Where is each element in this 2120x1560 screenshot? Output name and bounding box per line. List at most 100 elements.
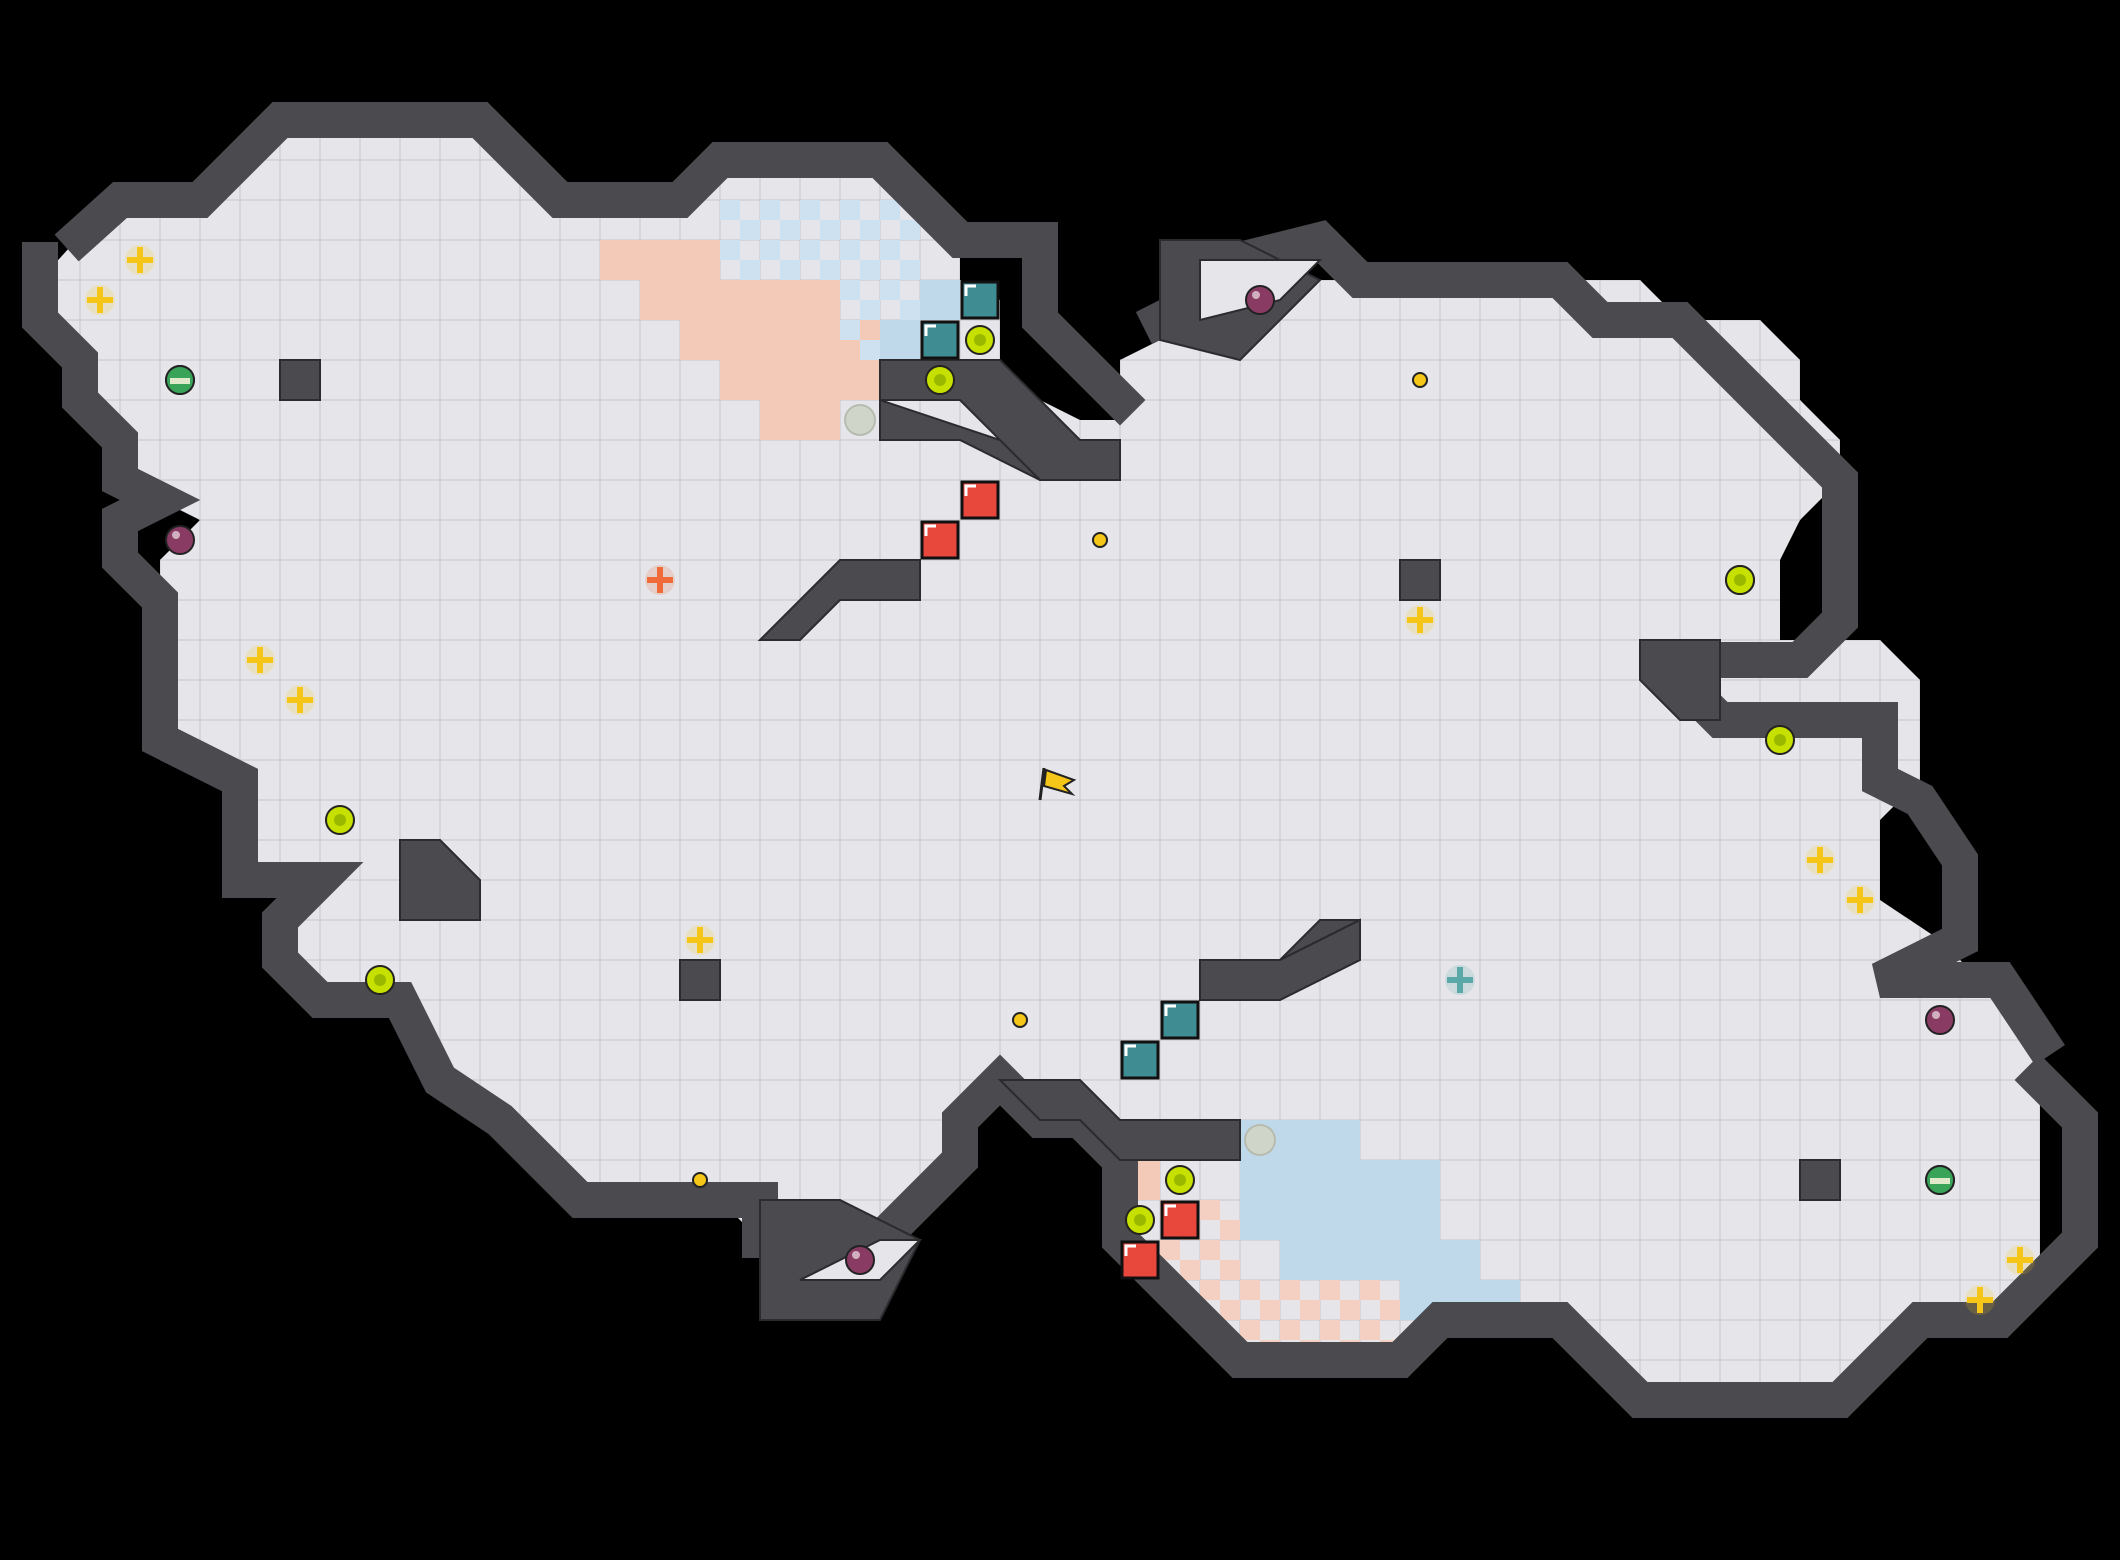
powerup-dot-icon bbox=[1412, 372, 1428, 388]
blue-zone-tile bbox=[1360, 1160, 1400, 1200]
powerup-dot-icon bbox=[1092, 532, 1108, 548]
boost-cross-icon bbox=[1445, 965, 1475, 995]
spike-icon bbox=[1244, 1124, 1276, 1156]
red-checker-tile bbox=[1320, 1280, 1340, 1300]
blue-zone-tile bbox=[1240, 1160, 1280, 1200]
red-checker-tile bbox=[1320, 1320, 1340, 1340]
blue-checker-tile bbox=[740, 220, 760, 240]
boost-cross-icon bbox=[1845, 885, 1875, 915]
blue-checker-tile bbox=[840, 280, 860, 300]
blue-checker-tile bbox=[880, 280, 900, 300]
gate-ball-icon bbox=[925, 365, 955, 395]
red-checker-tile bbox=[1280, 1280, 1300, 1300]
red-zone-tile bbox=[600, 240, 640, 280]
red-block bbox=[920, 520, 960, 560]
red-zone-tile bbox=[680, 320, 720, 360]
blue-zone-tile bbox=[920, 280, 960, 320]
red-checker-tile bbox=[1160, 1240, 1180, 1260]
blue-checker-tile bbox=[900, 260, 920, 280]
blue-checker-tile bbox=[760, 200, 780, 220]
blue-checker-tile bbox=[860, 300, 880, 320]
wall-ramp bbox=[1199, 918, 1361, 1001]
blue-zone-tile bbox=[1280, 1240, 1320, 1280]
blue-block bbox=[1120, 1040, 1160, 1080]
red-zone-tile bbox=[760, 320, 800, 360]
red-zone-tile bbox=[680, 240, 720, 280]
gate-ball-icon bbox=[325, 805, 355, 835]
red-zone-tile bbox=[640, 240, 680, 280]
red-checker-tile bbox=[1380, 1300, 1400, 1320]
blue-checker-tile bbox=[780, 260, 800, 280]
blue-checker-tile bbox=[720, 200, 740, 220]
boost-cross-icon bbox=[2005, 1245, 2035, 1275]
blue-zone-tile bbox=[1320, 1200, 1360, 1240]
wall-block bbox=[279, 359, 321, 401]
gate-ball-icon bbox=[1165, 1165, 1195, 1195]
gate-ball-icon bbox=[1765, 725, 1795, 755]
red-zone-tile bbox=[720, 280, 760, 320]
blue-zone-tile bbox=[880, 320, 920, 360]
bomb-icon bbox=[1925, 1005, 1955, 1035]
blue-checker-tile bbox=[860, 260, 880, 280]
red-checker-tile bbox=[1240, 1320, 1260, 1340]
red-zone-tile bbox=[720, 360, 760, 400]
boost-cross-icon bbox=[1405, 605, 1435, 635]
bomb-icon bbox=[165, 525, 195, 555]
blue-zone-tile bbox=[1320, 1240, 1360, 1280]
red-block bbox=[1160, 1200, 1200, 1240]
blue-block bbox=[1160, 1000, 1200, 1040]
blue-zone-tile bbox=[1280, 1200, 1320, 1240]
boost-cross-icon bbox=[285, 685, 315, 715]
powerup-dot-icon bbox=[692, 1172, 708, 1188]
red-zone-tile bbox=[800, 280, 840, 320]
portal-icon bbox=[165, 365, 195, 395]
blue-block bbox=[960, 280, 1000, 320]
wall-segment bbox=[1135, 220, 2065, 1065]
red-checker-tile bbox=[1360, 1320, 1380, 1340]
blue-zone-tile bbox=[1280, 1160, 1320, 1200]
blue-checker-tile bbox=[860, 340, 880, 360]
red-zone-tile bbox=[760, 280, 800, 320]
red-block bbox=[960, 480, 1000, 520]
blue-checker-tile bbox=[740, 260, 760, 280]
red-zone-tile bbox=[800, 360, 840, 400]
red-checker-tile bbox=[1200, 1280, 1220, 1300]
blue-zone-tile bbox=[1240, 1200, 1280, 1240]
gate-ball-icon bbox=[365, 965, 395, 995]
blue-checker-tile bbox=[760, 240, 780, 260]
red-block bbox=[1120, 1240, 1160, 1280]
blue-checker-tile bbox=[840, 320, 860, 340]
red-checker-tile bbox=[1360, 1280, 1380, 1300]
boost-cross-icon bbox=[125, 245, 155, 275]
boost-cross-icon bbox=[645, 565, 675, 595]
red-checker-tile bbox=[1260, 1300, 1280, 1320]
spike-icon bbox=[844, 404, 876, 436]
red-checker-tile bbox=[1200, 1240, 1220, 1260]
red-checker-tile bbox=[1280, 1320, 1300, 1340]
boost-cross-icon bbox=[685, 925, 715, 955]
entities-layer bbox=[85, 245, 2035, 1315]
red-zone-tile bbox=[680, 280, 720, 320]
portal-icon bbox=[1925, 1165, 1955, 1195]
blue-zone-tile bbox=[1280, 1120, 1320, 1160]
blue-checker-tile bbox=[800, 240, 820, 260]
red-zone-tile bbox=[840, 360, 880, 400]
red-checker-tile bbox=[1240, 1280, 1260, 1300]
bomb-icon bbox=[1245, 285, 1275, 315]
wall-notch bbox=[1639, 639, 1721, 721]
blue-checker-tile bbox=[880, 240, 900, 260]
wall-block bbox=[679, 959, 721, 1001]
blue-zone-tile bbox=[1400, 1240, 1440, 1280]
boost-cross-icon bbox=[245, 645, 275, 675]
blue-zone-tile bbox=[1320, 1160, 1360, 1200]
wall-notch bbox=[399, 839, 481, 921]
blue-block bbox=[920, 320, 960, 360]
red-checker-tile bbox=[1220, 1260, 1240, 1280]
blue-zone-tile bbox=[1320, 1120, 1360, 1160]
red-checker-tile bbox=[1220, 1220, 1240, 1240]
blue-checker-tile bbox=[860, 220, 880, 240]
red-zone-tile bbox=[760, 360, 800, 400]
red-zone-tile bbox=[640, 280, 680, 320]
blue-checker-tile bbox=[820, 220, 840, 240]
